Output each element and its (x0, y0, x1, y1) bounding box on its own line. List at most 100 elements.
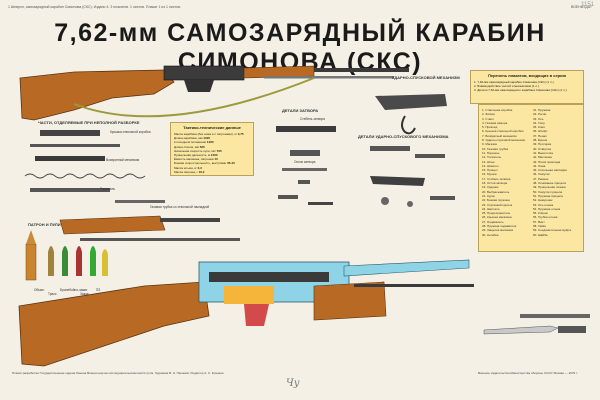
part-entry: 50. Хомутик прицела (533, 189, 563, 194)
rifle-sling (73, 77, 315, 118)
part-entry: 13. Штык (482, 159, 495, 164)
part-small (278, 195, 298, 199)
bullet-type-label: Обыкн. (34, 288, 45, 292)
part-entry: 57. Винт (533, 219, 545, 224)
rifle-barrel (314, 68, 409, 72)
part-entry: 41. Выколотка (533, 150, 553, 155)
spec-row: Ёмкость магазина, патронов 10 (174, 157, 218, 162)
specs-title: Тактико-технические данные (183, 125, 241, 130)
label-receiver-cover: Крышка ствольной коробки (110, 130, 151, 134)
trigger-mechanism-diagram (370, 94, 455, 207)
part-entry: 4. Газовая камора (482, 120, 508, 125)
part-entry: 55. Клинок (533, 211, 548, 216)
part-entry: 14. Шомпол (482, 163, 499, 168)
part-entry: 30. Антабка (482, 232, 499, 237)
part-trigger-housing (375, 94, 447, 110)
part-entry: 36. Штифт (533, 129, 548, 134)
bullet-type-label: Бронебойно-зажиг. (60, 288, 88, 292)
rifle-stock (19, 69, 175, 121)
label-gas-tube: Газовая трубка со ствольной накладкой (150, 205, 210, 209)
part-pin (407, 201, 413, 207)
publisher-text: ВОЕНИЗДАТ (570, 5, 592, 9)
part-lever (430, 196, 455, 200)
spec-row: Масса штыка, кг 0,3 (174, 165, 202, 170)
part-entry: 26. Крышка магазина (482, 215, 512, 220)
label-field-strip: ЧАСТИ, ОТДЕЛЯЕМЫЕ ПРИ НЕПОЛНОЙ РАЗБОРКЕ (38, 120, 140, 125)
part-entry: 20. Выбрасыватель (482, 189, 510, 194)
rifle-receiver (163, 65, 245, 81)
part-sear (415, 154, 445, 158)
part-entry: 8. Ударно-спусковой механизм (482, 138, 525, 143)
part-entry: 10. Газовая трубка (482, 146, 509, 151)
part-entry: 42. Масленка (533, 155, 552, 160)
part-entry: 18. Остов затвора (482, 181, 508, 186)
bullet-pz (102, 249, 108, 276)
series-box: Перечень плакатов, входящих в серию 1. 7… (470, 70, 584, 104)
spec-row: Прицельная дальность, м 1000 (174, 153, 218, 158)
label-trigger-parts: ДЕТАЛИ УДАРНО-СПУСКОВОГО МЕХАНИЗМА (358, 134, 449, 139)
parts-list-left: 1. Ствольная коробка 2. Затвор 3. Ствол … (482, 108, 532, 237)
part-gas-tube-steel (160, 218, 220, 222)
part-entry: 54. Пружина штыка (533, 206, 561, 211)
part-entry: 27. Подаватель (482, 219, 504, 224)
part-entry: 40. Отвёртка (533, 146, 551, 151)
cutaway-magazine (244, 304, 269, 326)
part-entry: 5. Приклад (482, 125, 498, 130)
part-entry: 22. Боевая пружина (482, 198, 510, 203)
part-entry: 52. Намушник (533, 198, 553, 203)
spec-row: Боевая скорострельность, выстр/мин 35-40 (174, 161, 235, 166)
part-entry: 46. Хомутик (533, 172, 550, 177)
part-ramrod (115, 200, 165, 203)
cutaway-bolt (209, 272, 329, 282)
cartridges-diagram (25, 230, 108, 281)
page-mark: 1151 (581, 2, 594, 8)
bayonet-diagram (483, 314, 590, 335)
part-entry: 29. Защелка магазина (482, 228, 513, 233)
part-firing-pin (282, 168, 327, 171)
series-item: 3. Детали 7,62-мм самозарядного карабина… (474, 88, 568, 93)
part-entry: 23. Спусковой крючок (482, 202, 513, 207)
top-line: 1 Шеврон, самозарядный карабин Симонова … (8, 5, 592, 13)
bayonet-blade (483, 325, 559, 335)
part-entry: 47. Ремень (533, 176, 549, 181)
spec-row: Масса карабина (без ножа и с патронами),… (174, 132, 244, 136)
series-item: 1. 7,62-мм самозарядный карабин Симонова… (474, 80, 555, 84)
bayonet-ramrod (520, 314, 590, 318)
bullet-incendiary (90, 246, 96, 276)
field-strip-parts (24, 130, 165, 203)
bolt-parts-diagram (276, 126, 336, 205)
part-entry: 28. Пружина подавателя (482, 224, 517, 229)
part-entry: 15. Прицел (482, 168, 498, 173)
spec-row: Длина карабина, мм 1020 (174, 136, 211, 141)
part-entry: 32. Рычаг (533, 112, 547, 117)
part-spring (381, 197, 389, 205)
part-entry: 2. Затвор (482, 112, 496, 117)
part-entry: 1. Ствольная коробка (482, 108, 513, 112)
cartridge-full (25, 230, 37, 281)
part-entry: 34. Упор (533, 120, 545, 125)
part-entry: 31. Пружина (533, 108, 551, 112)
part-entry: 11. Поршень (482, 150, 500, 155)
part-trigger-guard (401, 115, 416, 135)
part-entry: 39. Протирка (533, 142, 552, 147)
part-entry: 3. Ствол (482, 116, 494, 121)
part-bolt-frame (276, 126, 336, 132)
spec-row: Длина ствола, мм 520 (174, 144, 205, 149)
cutaway-rifle (18, 259, 474, 367)
label-bolt-frame: Стебель затвора (300, 117, 325, 121)
part-receiver-cover (40, 130, 100, 136)
part-entry: 58. Гайка (533, 224, 546, 229)
label-cartridge: ПАТРОН И ПУЛИ (28, 222, 61, 227)
part-small (308, 202, 333, 205)
part-entry: 16. Мушка (482, 172, 497, 177)
gas-tube-diagram (59, 215, 240, 241)
cutaway-stock (18, 281, 210, 367)
part-cleaning-rod (80, 238, 240, 241)
part-entry: 56. Трубка штыка (533, 215, 558, 220)
part-entry: 33. Ось (533, 116, 544, 121)
part-handguard (59, 215, 166, 235)
spec-row: Масса патрона, г 16,2 (174, 169, 205, 174)
label-trigger-mech: УДАРНО-СПУСКОВОЙ МЕХАНИЗМ (392, 75, 460, 80)
part-entry: 37. Пенал (533, 133, 547, 138)
